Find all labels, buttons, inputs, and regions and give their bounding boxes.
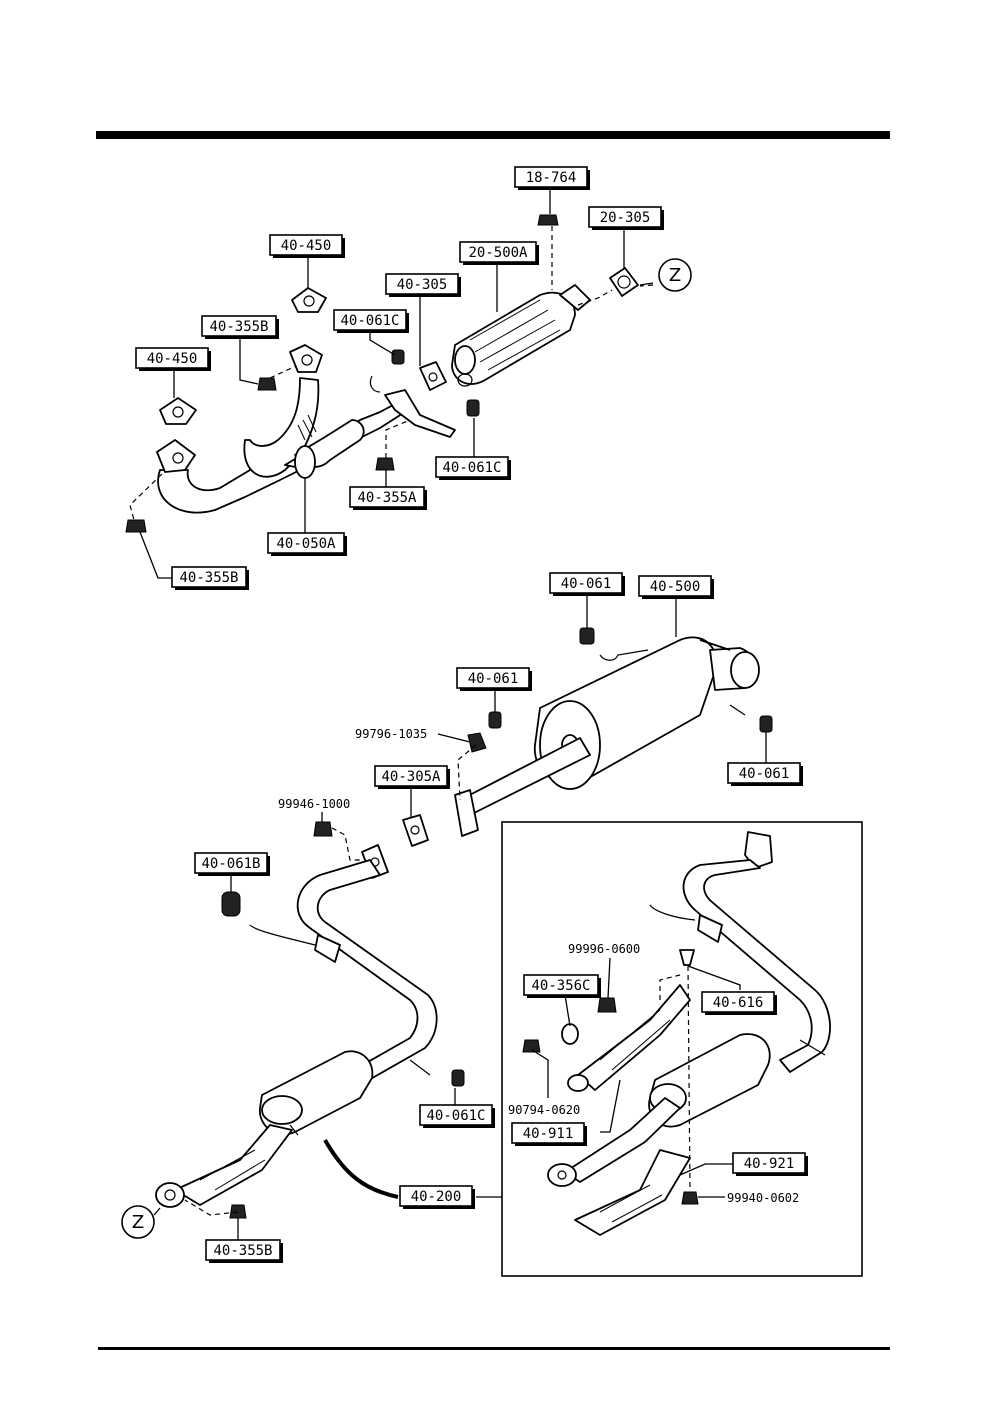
label-40-305A: 40-305A	[374, 765, 450, 789]
label-40-061C-mid: 40-061C	[435, 456, 511, 480]
label-40-500-text: 40-500	[650, 579, 701, 595]
label-18-764: 18-764	[514, 166, 590, 190]
leader-lines	[139, 188, 767, 1241]
label-40-921-text: 40-921	[744, 1156, 795, 1172]
label-40-305-text: 40-305	[397, 277, 448, 293]
label-40-061C-mid-text: 40-061C	[442, 460, 501, 476]
dashed-alignment-lines	[129, 226, 691, 1216]
main-muffler	[313, 627, 773, 879]
label-40-616-text: 40-616	[713, 995, 764, 1011]
label-40-450-left: 40-450	[135, 347, 211, 371]
label-40-200-text: 40-200	[411, 1189, 462, 1205]
label-40-305A-text: 40-305A	[381, 769, 441, 785]
label-40-921: 40-921	[732, 1152, 808, 1176]
label-40-355B-bottom-text: 40-355B	[213, 1243, 272, 1259]
connector-z-top: Z	[658, 258, 692, 292]
label-40-355B-bottom: 40-355B	[205, 1239, 283, 1263]
label-40-061C-top-text: 40-061C	[340, 313, 399, 329]
label-40-061B-text: 40-061B	[201, 856, 260, 872]
label-40-061-top: 40-061	[549, 572, 625, 596]
connector-z-bottom: Z	[121, 1205, 161, 1239]
label-40-911-text: 40-911	[523, 1126, 574, 1142]
label-40-200: 40-200	[399, 1185, 475, 1209]
label-40-061C-top: 40-061C	[333, 309, 409, 333]
label-40-356C-text: 40-356C	[531, 978, 590, 994]
label-99996-0600: 99996-0600	[568, 942, 640, 956]
label-40-061-mid: 40-061	[456, 667, 532, 691]
label-40-050A: 40-050A	[267, 532, 347, 556]
label-40-061C-low: 40-061C	[419, 1104, 495, 1128]
alternate-layout-box	[501, 821, 863, 1277]
label-40-355B-top-text: 40-355B	[209, 319, 268, 335]
label-40-500: 40-500	[638, 575, 714, 599]
footer-rule	[98, 1347, 890, 1350]
front-pipe-assembly	[156, 344, 456, 514]
label-40-911: 40-911	[511, 1122, 587, 1146]
intermediate-pipe	[155, 859, 465, 1219]
label-40-061-right: 40-061	[727, 762, 803, 786]
label-40-356C: 40-356C	[523, 974, 601, 998]
label-40-355B-top: 40-355B	[201, 315, 279, 339]
label-40-061-right-text: 40-061	[739, 766, 790, 782]
label-99946-1000: 99946-1000	[278, 797, 350, 811]
label-40-355B-left: 40-355B	[171, 566, 249, 590]
label-40-355A-text: 40-355A	[357, 490, 417, 506]
label-99940-0602: 99940-0602	[727, 1191, 799, 1205]
label-40-061-mid-text: 40-061	[468, 671, 519, 687]
label-40-061C-low-text: 40-061C	[426, 1108, 485, 1124]
label-20-500A-text: 20-500A	[468, 245, 528, 261]
connector-z-top-text: Z	[669, 265, 681, 286]
label-99796-1035: 99796-1035	[355, 727, 427, 741]
small-parts-upper	[125, 214, 639, 533]
label-90794-0620: 90794-0620	[508, 1103, 580, 1117]
label-18-764-text: 18-764	[526, 170, 577, 186]
label-40-050A-text: 40-050A	[276, 536, 336, 552]
label-20-305-text: 20-305	[600, 210, 651, 226]
catalytic-converter	[451, 284, 591, 387]
label-40-061B: 40-061B	[194, 852, 270, 876]
label-20-500A: 20-500A	[459, 241, 539, 265]
label-40-355A: 40-355A	[349, 486, 427, 510]
header-rule	[96, 131, 890, 139]
label-40-355B-left-text: 40-355B	[179, 570, 238, 586]
label-40-061-top-text: 40-061	[561, 576, 612, 592]
label-40-450-top-text: 40-450	[281, 238, 332, 254]
label-40-450-top: 40-450	[269, 234, 345, 258]
connector-z-bottom-text: Z	[132, 1212, 144, 1233]
label-40-305: 40-305	[385, 273, 461, 297]
label-40-450-left-text: 40-450	[147, 351, 198, 367]
label-20-305: 20-305	[588, 206, 664, 230]
label-40-616: 40-616	[701, 991, 777, 1015]
